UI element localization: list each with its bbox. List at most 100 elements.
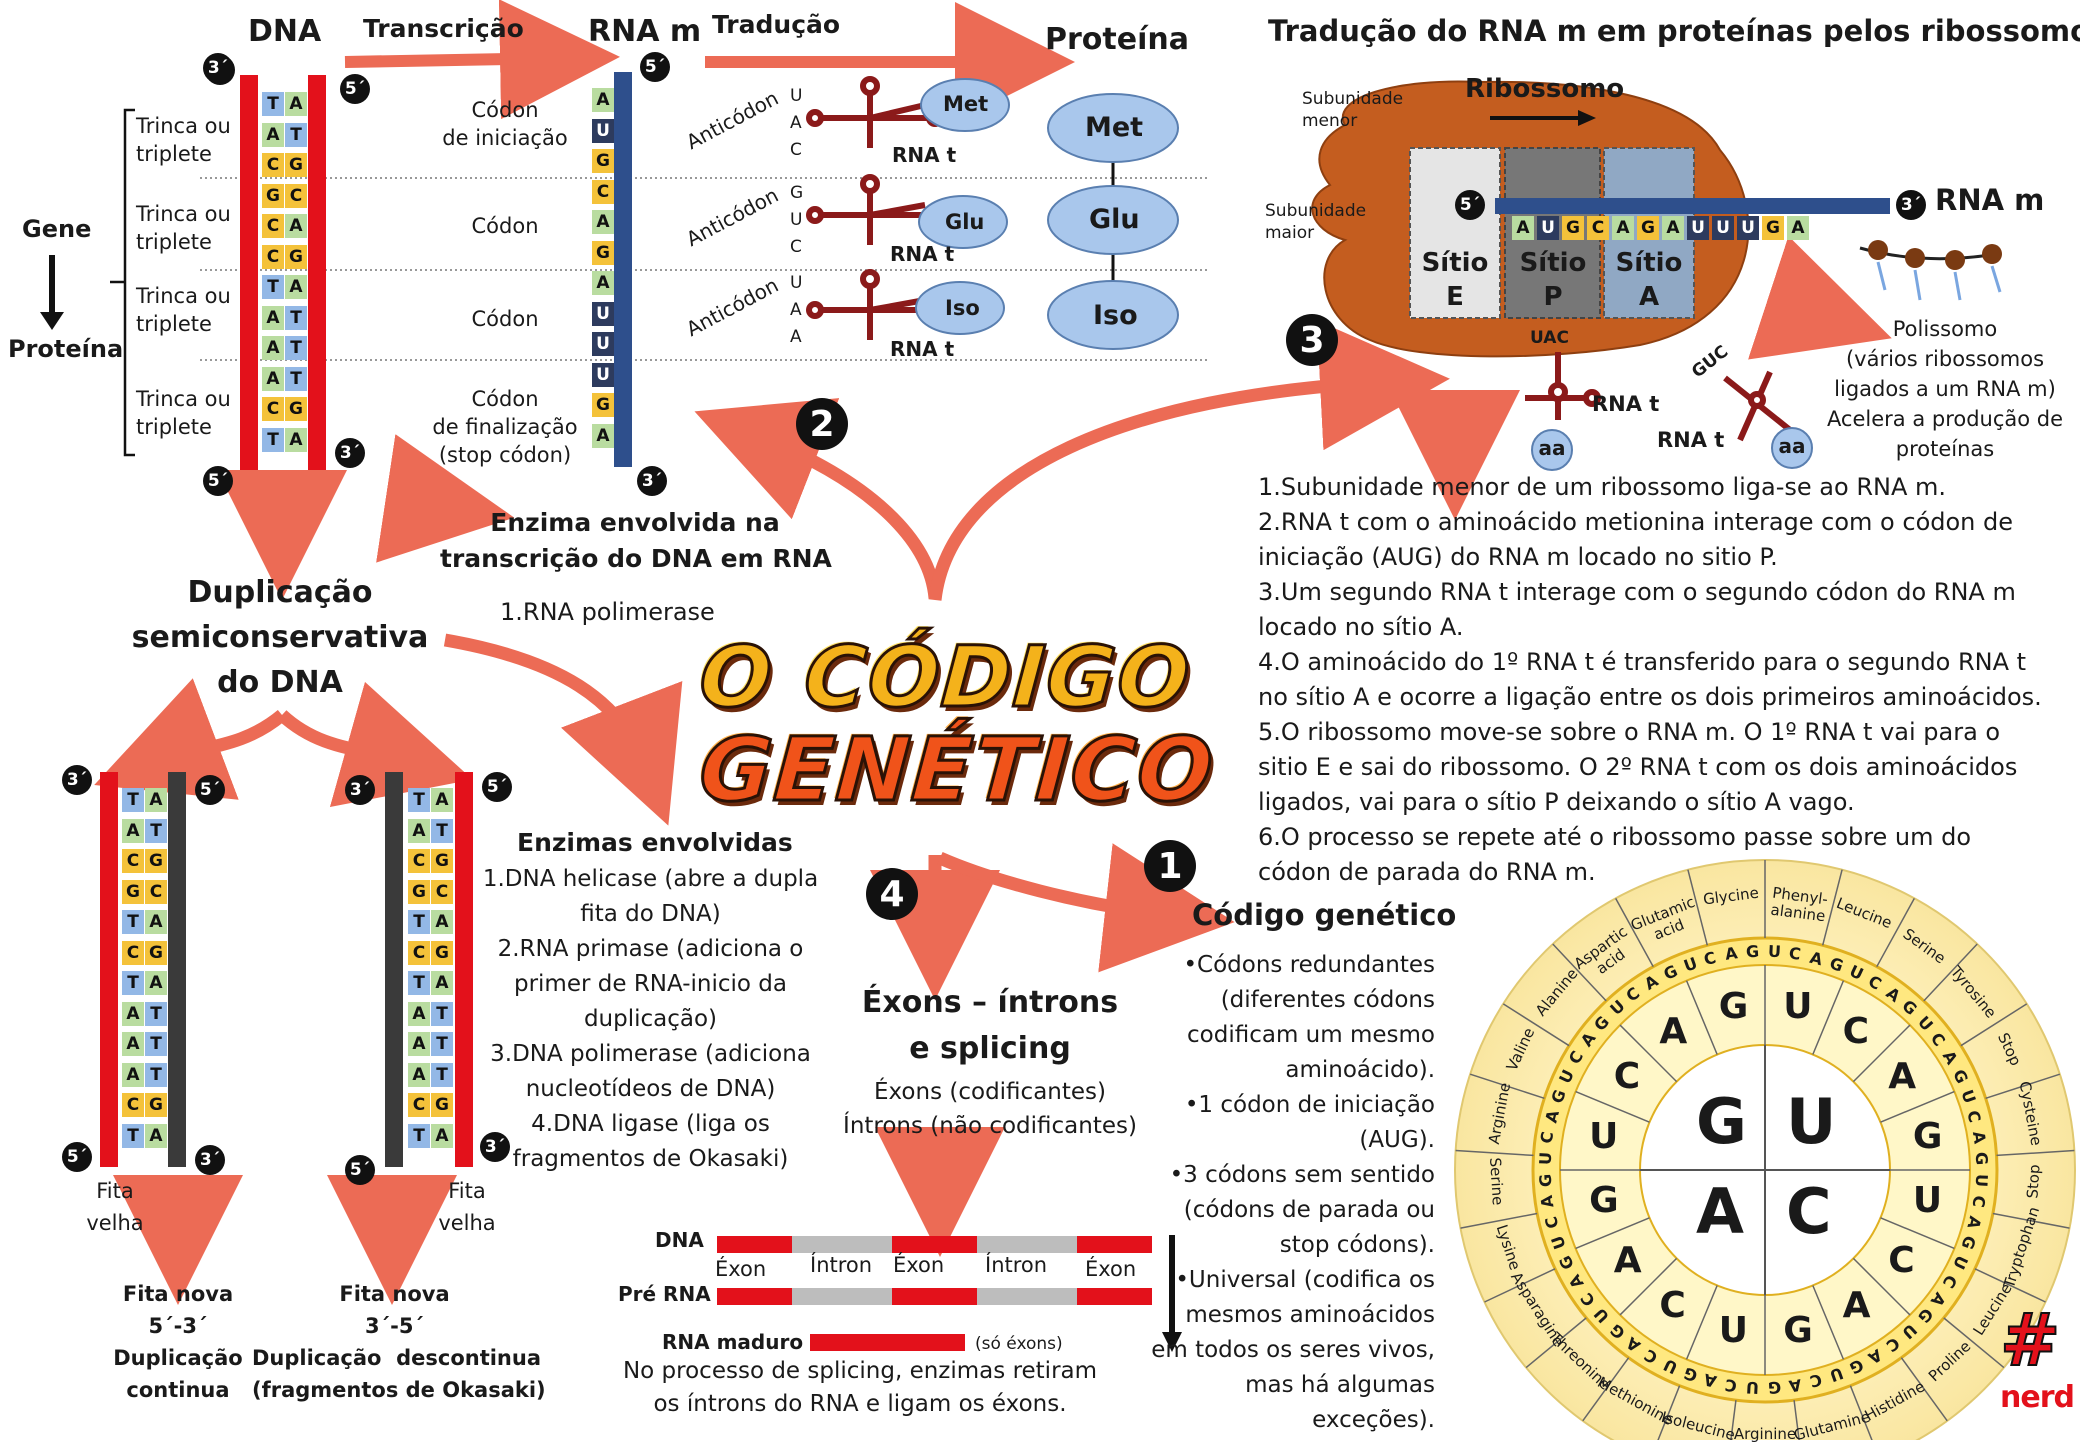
ribo-mrna-base: G <box>1637 216 1659 240</box>
wheel-second-base: A <box>1659 1010 1688 1052</box>
translation-step: sitio E e sai do ribossomo. O 2º RNA t c… <box>1258 753 2018 781</box>
splicing-prerna-bar <box>717 1288 1152 1305</box>
aa-text-2: aa <box>1778 434 1806 458</box>
rna-t-1: RNA t <box>892 143 957 167</box>
mrna-base: C <box>592 179 614 204</box>
dna-3prime-bottom: 3´ <box>335 438 365 468</box>
dup-left-base: A <box>145 971 167 995</box>
dna-base-left: T <box>262 275 284 299</box>
codon-label: Códon de iniciação <box>442 98 568 150</box>
ribo-mrna-base: A <box>1787 216 1809 240</box>
ribosome-trna-uac <box>1525 352 1601 420</box>
protein-iso-text: Iso <box>1093 300 1138 331</box>
dup-left-base: G <box>145 1093 167 1117</box>
splicing-mature-bar <box>810 1334 965 1351</box>
dna-base-left: C <box>262 214 284 238</box>
enzyme-transcription-title: Enzima envolvida na transcrição do DNA e… <box>440 508 832 573</box>
wheel-third-base: U <box>1767 941 1782 962</box>
dup-right-5prime-b: 5´ <box>345 1155 375 1185</box>
wheel-third-base: U <box>1535 1151 1556 1166</box>
dna-base-left: A <box>262 336 284 360</box>
protein-heading: Proteína <box>1045 22 1189 57</box>
splicing-label-1: Éxon <box>715 1257 767 1281</box>
translation-step: no sítio A e ocorre a ligação entre os d… <box>1258 683 2042 711</box>
ribo-mrna-base: A <box>1612 216 1634 240</box>
dup-left-base: A <box>122 818 144 843</box>
dup-left-base: T <box>122 971 144 995</box>
site-p-label: Sítio P <box>1519 248 1587 312</box>
amino-glu-small <box>918 195 1008 249</box>
dup-left-base: C <box>122 849 144 873</box>
dna-strand-right <box>308 75 326 470</box>
arrow-split-right <box>277 681 473 808</box>
protein-iso <box>1047 280 1179 350</box>
dup-left-base: A <box>145 788 167 812</box>
triplet-label: Trinca ou triplete <box>136 202 231 254</box>
splicing-dna-bar <box>717 1236 1152 1253</box>
triplet-label: Trinca ou triplete <box>136 284 231 336</box>
wheel-third-base: A <box>1723 943 1739 965</box>
wheel-third-base: U <box>1971 1173 1992 1188</box>
dup-right-base: A <box>431 971 453 995</box>
dup-right-base: G <box>431 1093 453 1117</box>
dna-5prime-bottom: 5´ <box>203 466 233 496</box>
ribo-mrna-base: A <box>1512 216 1534 240</box>
dna-base-right: G <box>285 153 307 177</box>
arrow-polysome <box>1748 236 1892 360</box>
translation-label: Tradução <box>712 10 841 39</box>
site-e-label: Sítio E <box>1421 248 1489 312</box>
dup-left-base: T <box>145 1001 167 1026</box>
translation-steps: 1.Subunidade menor de um ribossomo liga-… <box>1258 470 2042 890</box>
wheel-second-base: U <box>1718 1309 1749 1351</box>
gene-label: Gene <box>22 215 92 243</box>
enzymes-title: Enzimas envolvidas <box>517 828 793 857</box>
subunit-large-label: Subunidade maior <box>1265 201 1367 243</box>
wheel-third-base: U <box>1745 1377 1760 1398</box>
ribo-3prime: 3´ <box>1896 190 1926 220</box>
dna-3prime-top: 3´ <box>203 53 233 83</box>
main-title-line1: O CÓDIGO <box>695 627 1196 728</box>
dup-left-base: T <box>122 910 144 934</box>
dna-base-right: T <box>285 305 307 330</box>
wheel-second-base: G <box>1783 1309 1813 1351</box>
ribo-mrna-base: U <box>1537 216 1559 240</box>
mrna-base: G <box>592 149 614 173</box>
dna-base-right: A <box>285 275 307 299</box>
wheel-third-base: G <box>1971 1151 1992 1166</box>
dup-left-base: T <box>145 1032 167 1056</box>
dup-right-base: T <box>408 971 430 995</box>
mrna-5prime: 5´ <box>640 52 670 82</box>
wheel-third-base: G <box>1536 1173 1556 1188</box>
anticodon-letter: A <box>790 113 802 133</box>
enzyme-transcription-item: 1.RNA polimerase <box>500 598 715 626</box>
number-1: 1 <box>1144 840 1196 892</box>
dna-base-left: C <box>262 153 284 177</box>
dna-base-right: C <box>285 183 307 208</box>
genetic-code-wheel <box>1454 859 2076 1440</box>
ribosome-title: Tradução do RNA m em proteínas pelos rib… <box>1268 14 2080 48</box>
wheel-third-base: A <box>1787 1374 1803 1396</box>
mrna-base: A <box>592 210 614 234</box>
translation-step: 1.Subunidade menor de um ribossomo liga-… <box>1258 473 1946 501</box>
logo-hash: # <box>1999 1297 2061 1383</box>
dup-right-base: C <box>408 940 430 965</box>
wheel-second-base: U <box>1912 1180 1943 1222</box>
codon-label: Códon de finalização (stop códon) <box>432 387 578 467</box>
dup-left-base: A <box>145 1123 167 1148</box>
ribo-rna-t-2: RNA t <box>1657 428 1725 452</box>
ribo-rna-t-1: RNA t <box>1592 392 1660 416</box>
mrna-3prime: 3´ <box>637 466 667 496</box>
rnam-heading: RNA m <box>588 14 702 49</box>
anticodon-letter: U <box>790 210 803 230</box>
enzymes-list: 1.DNA helicase (abre a dupla fita do DNA… <box>482 866 819 1172</box>
dna-base-left: G <box>262 183 284 208</box>
dup-right-base: T <box>431 818 453 843</box>
site-a-label: Sítio A <box>1615 248 1683 312</box>
wheel-second-base: A <box>1613 1239 1642 1281</box>
wheel-third-base: C <box>1536 1130 1558 1145</box>
anticodon-letter: A <box>790 300 802 320</box>
amino-iso-text: Iso <box>945 296 980 320</box>
ribo-mrna-base: U <box>1687 216 1709 240</box>
wheel-center-letter: U <box>1786 1085 1837 1158</box>
